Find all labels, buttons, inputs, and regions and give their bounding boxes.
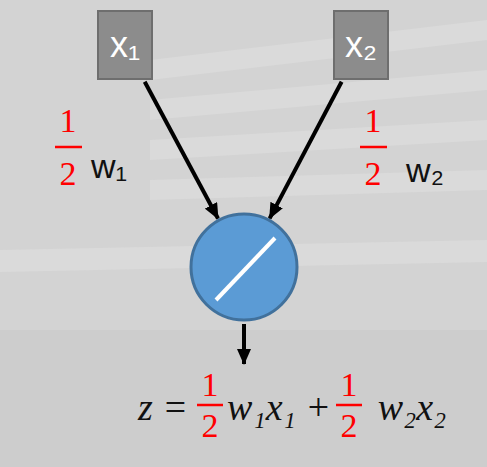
fraction-denominator: 2: [60, 157, 77, 191]
neuron-fill: [191, 214, 297, 320]
input-name: x₂: [345, 27, 377, 63]
fraction-numerator: 1: [202, 368, 219, 402]
input-box: x₂: [333, 10, 389, 80]
fraction-denominator: 2: [202, 409, 219, 443]
weight-label: w₂: [406, 153, 444, 187]
input-name: x₁: [110, 27, 140, 63]
formula-part: z =: [138, 388, 188, 426]
linear-activation-symbol: [216, 238, 275, 300]
formula-part: w₂x₂: [378, 388, 447, 426]
neuron-outline: [189, 212, 299, 322]
fraction-bar: [336, 404, 362, 407]
output-arrow: [242, 324, 246, 364]
weighted-connection: [145, 82, 218, 219]
fraction-numerator: 1: [365, 104, 382, 138]
fraction-bar: [360, 146, 387, 149]
fraction-numerator: 1: [60, 104, 77, 138]
fraction-denominator: 2: [365, 157, 382, 191]
weight-label: w₁: [91, 149, 127, 183]
fraction-bar: [197, 404, 223, 407]
weighted-connection: [270, 82, 342, 219]
fraction-denominator: 2: [341, 409, 358, 443]
neuron-circle: [189, 212, 299, 322]
input-box: x₁: [97, 10, 153, 80]
fraction-numerator: 1: [341, 368, 358, 402]
fraction-bar: [55, 146, 82, 149]
formula-part: w₁x₁ +: [227, 388, 331, 426]
